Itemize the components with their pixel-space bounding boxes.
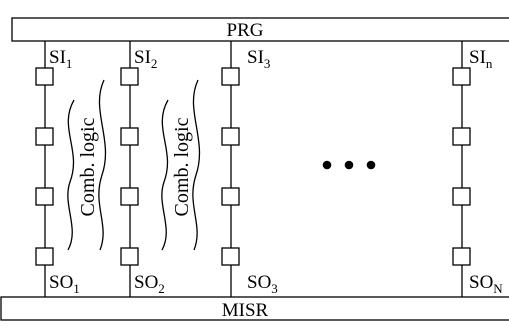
scan-flip-flop	[221, 67, 240, 86]
scan-flip-flop	[452, 67, 471, 86]
scan-chain-2: SI2 SO2	[120, 41, 165, 297]
prg-label: PRG	[227, 20, 264, 41]
scan-input-label: SI1	[49, 47, 72, 71]
comb-logic-right-boundary	[192, 79, 201, 251]
scan-input-label: SI2	[134, 47, 157, 71]
comb-logic-2: Comb. logic	[161, 79, 201, 251]
comb-logic-1: Comb. logic	[67, 79, 107, 251]
ellipsis-dot	[344, 160, 354, 170]
scan-chain-1: SI1 SO1	[35, 41, 80, 297]
scan-chain-n: SIn SON	[452, 41, 503, 297]
scan-output-label: SO2	[134, 272, 165, 296]
scan-flip-flop	[35, 187, 54, 206]
scan-flip-flop	[120, 127, 139, 146]
comb-logic-left-boundary	[161, 99, 169, 251]
prg-block	[11, 17, 509, 42]
scan-flip-flop	[120, 247, 139, 266]
comb-logic-right-boundary	[98, 79, 107, 251]
scan-flip-flop	[35, 67, 54, 86]
comb-logic-label: Comb. logic	[171, 117, 193, 216]
ellipsis	[322, 160, 376, 170]
ellipsis-dot	[366, 160, 376, 170]
scan-input-label: SIn	[469, 47, 493, 71]
scan-output-label: SON	[469, 272, 503, 296]
scan-flip-flop	[221, 127, 240, 146]
misr-label: MISR	[222, 300, 269, 321]
misr-block	[0, 296, 509, 321]
scan-flip-flop	[35, 247, 54, 266]
scan-flip-flop	[120, 67, 139, 86]
scan-flip-flop	[452, 187, 471, 206]
comb-logic-left-boundary	[67, 99, 75, 251]
scan-flip-flop	[35, 127, 54, 146]
comb-logic-label: Comb. logic	[77, 117, 99, 216]
scan-flip-flop	[452, 247, 471, 266]
scan-input-label: SI3	[247, 47, 270, 71]
ellipsis-dot	[322, 160, 332, 170]
scan-flip-flop	[221, 247, 240, 266]
scan-chain-3: SI3 SO3	[221, 41, 278, 297]
scan-flip-flop	[452, 127, 471, 146]
scan-output-label: SO1	[49, 272, 80, 296]
scan-flip-flop	[221, 187, 240, 206]
scan-flip-flop	[120, 187, 139, 206]
scan-output-label: SO3	[247, 272, 278, 296]
